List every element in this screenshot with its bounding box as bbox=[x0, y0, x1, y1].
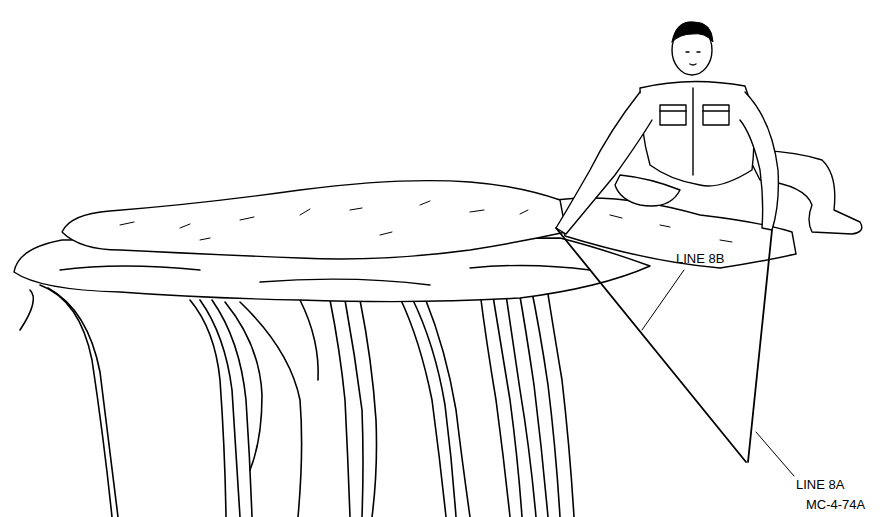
line-label: LINE 8B bbox=[676, 252, 724, 267]
line-label: LINE 8A bbox=[796, 478, 844, 493]
canopy-bundle bbox=[555, 198, 796, 268]
canopy-fold bbox=[60, 265, 590, 285]
suspension-lines bbox=[20, 275, 574, 517]
leader-line bbox=[642, 270, 684, 330]
canopy-shading bbox=[120, 201, 732, 242]
leader-line bbox=[756, 432, 794, 476]
figure-number: MC-4-74A bbox=[806, 498, 865, 513]
canopy-upper bbox=[62, 181, 566, 259]
packer-figure bbox=[556, 22, 862, 234]
line-8b bbox=[556, 228, 746, 462]
line-8a bbox=[748, 230, 772, 462]
